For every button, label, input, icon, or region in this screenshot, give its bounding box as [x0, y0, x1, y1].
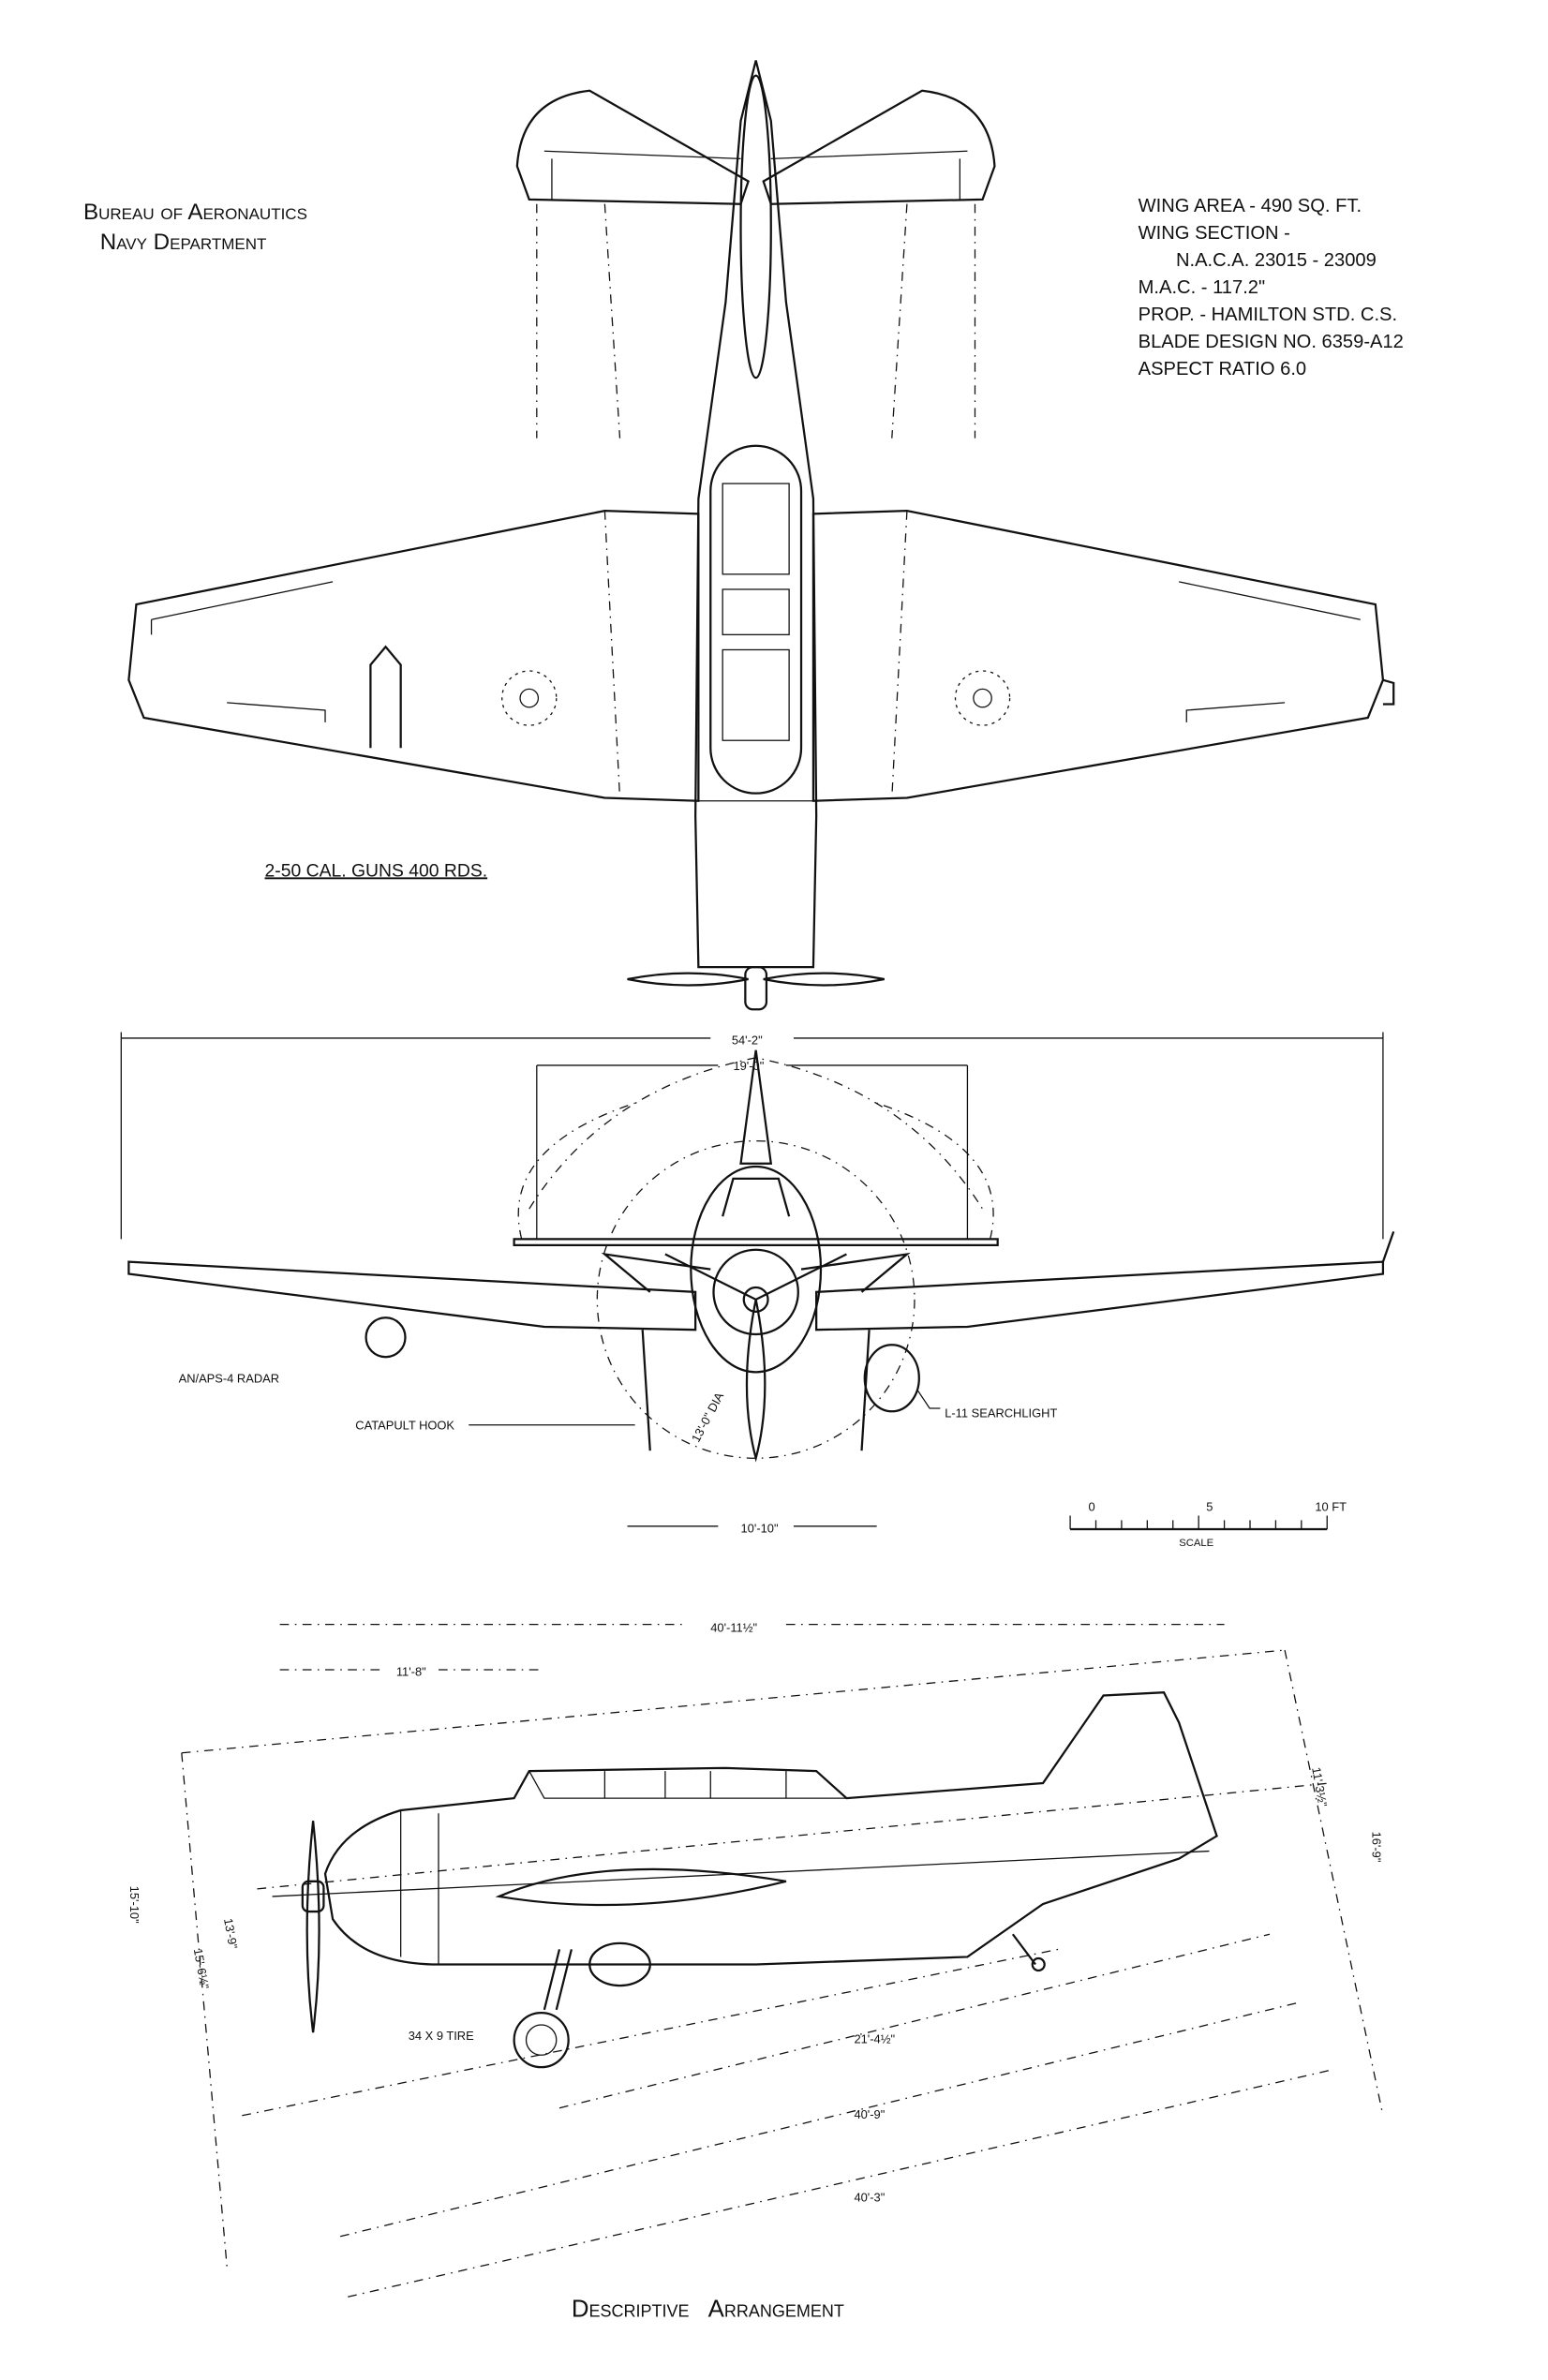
nose-dimension: 11'-8" [396, 1664, 426, 1678]
scale-label: SCALE [1179, 1538, 1213, 1549]
length-dimension-b: 40'-9" [854, 2107, 885, 2121]
scale-tick-label: 10 FT [1315, 1500, 1347, 1514]
tail-height-dimension-a: 11'-3½" [1309, 1766, 1330, 1808]
folded-width-dimension: 19'-0" [733, 1059, 764, 1073]
org-line-1: Bureau of Aeronautics [83, 200, 307, 225]
spec-line: M.A.C. - 117.2" [1139, 277, 1266, 298]
height-dimension-a: 15'-10" [127, 1886, 141, 1924]
scale-tick-label: 5 [1206, 1500, 1213, 1514]
scale-tick-label: 0 [1088, 1500, 1094, 1514]
length-dimension-c: 40'-3" [854, 2191, 885, 2205]
spec-line: ASPECT RATIO 6.0 [1139, 359, 1306, 379]
spec-block: WING AREA - 490 SQ. FT. WING SECTION - N… [1139, 196, 1404, 379]
side-view [181, 1624, 1384, 2298]
spec-line: WING AREA - 490 SQ. FT. [1139, 196, 1362, 216]
tire-label: 34 X 9 TIRE [409, 2029, 474, 2043]
spec-line: N.A.C.A. 23015 - 23009 [1176, 250, 1377, 271]
height-dimension-b: 15'-6½" [191, 1947, 212, 1990]
top-view [127, 60, 1395, 1011]
spec-line: PROP. - HAMILTON STD. C.S. [1139, 305, 1397, 325]
scale-bar: 0 5 10 FT SCALE [1069, 1500, 1347, 1549]
armament-label: 2-50 CAL. GUNS 400 RDS. [265, 860, 488, 881]
height-dimension-c: 13'-9" [221, 1917, 241, 1950]
spec-line: BLADE DESIGN NO. 6359-A12 [1139, 332, 1404, 352]
org-line-2: Navy Department [100, 230, 267, 255]
spec-line: WING SECTION - [1139, 223, 1290, 244]
radar-label: AN/APS-4 RADAR [179, 1372, 279, 1386]
catapult-hook-label: CATAPULT HOOK [355, 1419, 454, 1433]
wheelbase-dimension: 21'-4½" [854, 2031, 895, 2045]
tail-height-dimension-b: 16'-9" [1370, 1832, 1384, 1863]
searchlight-label: L-11 SEARCHLIGHT [945, 1406, 1057, 1421]
front-view [120, 1032, 1395, 1527]
drawing-title: Descriptive Arrangement [572, 2296, 844, 2322]
span-dimension: 54'-2" [732, 1033, 763, 1047]
prop-diameter-label: 13'-0" DIA [689, 1390, 727, 1445]
tread-dimension: 10'-10" [741, 1521, 779, 1535]
overall-length-dimension: 40'-11½" [710, 1621, 757, 1635]
